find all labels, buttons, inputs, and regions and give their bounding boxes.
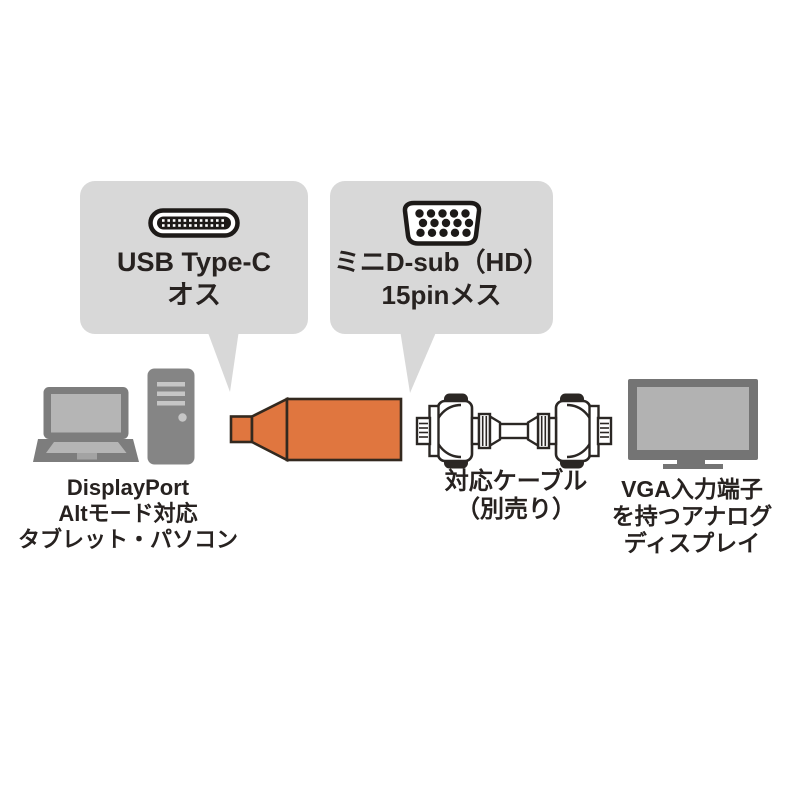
- display-device-label: VGA入力端子 を持つアナログ ディスプレイ: [592, 476, 792, 557]
- usb-c-vga-adapter-icon: [229, 396, 403, 463]
- display-label-line1: VGA入力端子: [621, 476, 763, 502]
- source-label-line1: DisplayPort: [66, 475, 190, 500]
- callout-dsub-line1: ミニD-sub（HD）: [333, 247, 550, 277]
- cable-label: 対応ケーブル （別売り）: [416, 468, 616, 524]
- callout-usb-line1: USB Type-C: [116, 247, 271, 277]
- monitor-icon: [628, 379, 758, 469]
- left-bubble-tail: [207, 330, 239, 392]
- cable-label-line1: 対応ケーブル: [444, 468, 588, 495]
- display-label-line2: を持つアナログ: [611, 503, 773, 529]
- callout-mini-dsub: ミニD-sub（HD） 15pinメス: [330, 181, 553, 334]
- source-device-label: DisplayPort Altモード対応 タブレット・パソコン: [18, 475, 238, 553]
- mini-dsub-hd-15pin-connector-icon: [402, 200, 481, 246]
- vga-cable-icon: [415, 393, 613, 469]
- cable-label-line2: （別売り）: [456, 496, 576, 523]
- callout-usb-line2: オス: [166, 280, 221, 310]
- display-label-line3: ディスプレイ: [623, 530, 761, 556]
- laptop-icon: [33, 387, 139, 462]
- source-label-line3: タブレット・パソコン: [18, 527, 239, 552]
- usb-type-c-connector-icon: [148, 208, 240, 238]
- right-bubble-tail: [400, 330, 437, 393]
- desktop-tower-icon: [147, 368, 195, 465]
- callout-usb-type-c: USB Type-C オス: [80, 181, 308, 334]
- source-label-line2: Altモード対応: [58, 501, 198, 526]
- callout-dsub-line2: 15pinメス: [381, 280, 502, 310]
